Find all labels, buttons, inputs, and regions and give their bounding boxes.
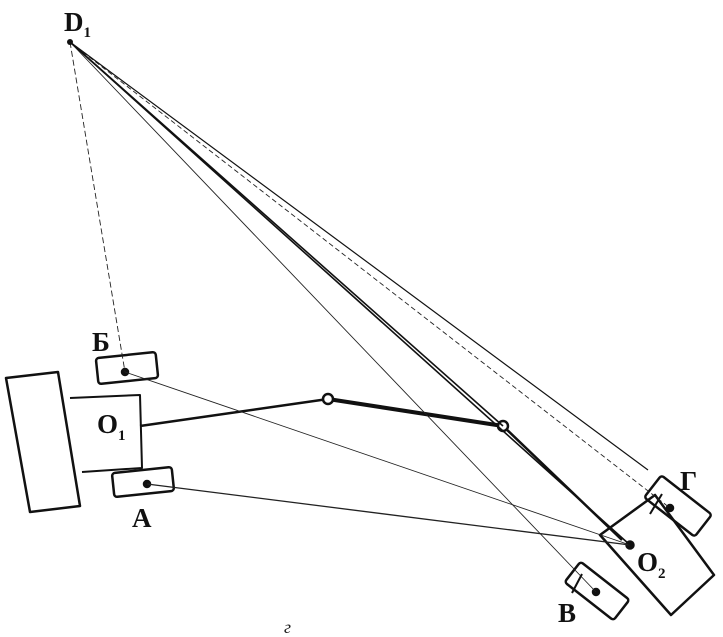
figure-caption: г	[284, 617, 291, 637]
link-joint1-joint2	[327, 397, 504, 428]
wheel-a	[110, 465, 176, 499]
label-v: В	[558, 598, 576, 628]
line-a-o2	[146, 483, 631, 546]
front-vehicle-body	[4, 370, 82, 514]
wheel-v-mark	[571, 573, 583, 594]
label-b: Б	[92, 327, 110, 357]
wheel-g-mark	[649, 493, 663, 515]
turning-radius-lines	[69, 41, 649, 546]
construction-lines	[69, 41, 671, 593]
line-b-o2	[124, 371, 631, 546]
line-d1-v	[69, 41, 597, 593]
line-d1-g	[69, 41, 671, 509]
point-d1	[67, 39, 73, 45]
line-d1-b	[69, 41, 126, 373]
label-o2: O2	[637, 547, 666, 582]
front-vehicle-frame	[69, 394, 143, 473]
joint-1	[321, 392, 335, 406]
rear-vehicle-frame	[598, 493, 716, 617]
label-d1: D1	[64, 7, 91, 41]
label-o1: O1	[97, 409, 126, 444]
line-d1-far	[69, 41, 649, 471]
front-vehicle	[4, 350, 176, 514]
link-joint2-o2	[502, 425, 623, 541]
label-g: Г	[680, 466, 697, 496]
wheel-b	[94, 350, 160, 386]
pivot-g	[665, 503, 675, 513]
line-d1-joint2	[69, 41, 504, 427]
wheel-g	[644, 475, 712, 537]
link-o1-joint1	[139, 397, 329, 428]
wheel-v	[564, 561, 630, 621]
steering-linkage	[139, 392, 623, 541]
label-a: А	[132, 503, 152, 533]
